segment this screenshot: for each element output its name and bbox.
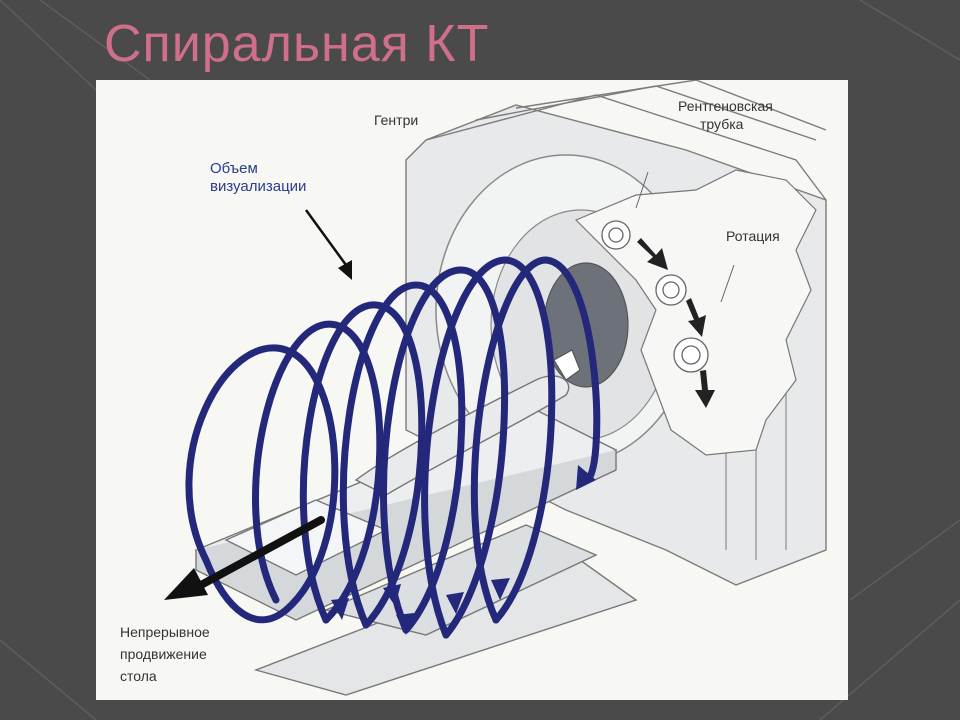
rotation-label: Ротация xyxy=(726,228,780,244)
helix-arrowheads xyxy=(331,465,596,635)
table-motion-label-line2: продвижение xyxy=(120,646,207,662)
spiral-ct-illustration: Гентри Рентгеновская трубка Ротация Объе… xyxy=(96,80,848,700)
cutaway-panel xyxy=(574,169,817,456)
imaging-volume-label-line1: Объем xyxy=(210,160,258,177)
table-motion-label-line1: Непрерывное xyxy=(120,624,210,640)
volume-pointer-arrow xyxy=(304,209,352,280)
laser-marker-icon xyxy=(553,349,581,381)
gantry-label: Гентри xyxy=(374,112,419,128)
table-motion-label-line3: стола xyxy=(120,668,157,684)
xray-tube-label-line1: Рентгеновская xyxy=(678,98,773,114)
xray-tube-label-line2: трубка xyxy=(700,116,744,132)
imaging-volume-helix xyxy=(185,256,601,639)
xray-tube-icon xyxy=(601,220,709,373)
rotation-arrows xyxy=(637,238,715,408)
table-motion-arrow xyxy=(164,516,325,600)
ct-scanner-drawing xyxy=(164,80,827,696)
imaging-volume-label-line2: визуализации xyxy=(210,178,307,195)
slide-title: Спиральная КТ xyxy=(104,15,490,73)
